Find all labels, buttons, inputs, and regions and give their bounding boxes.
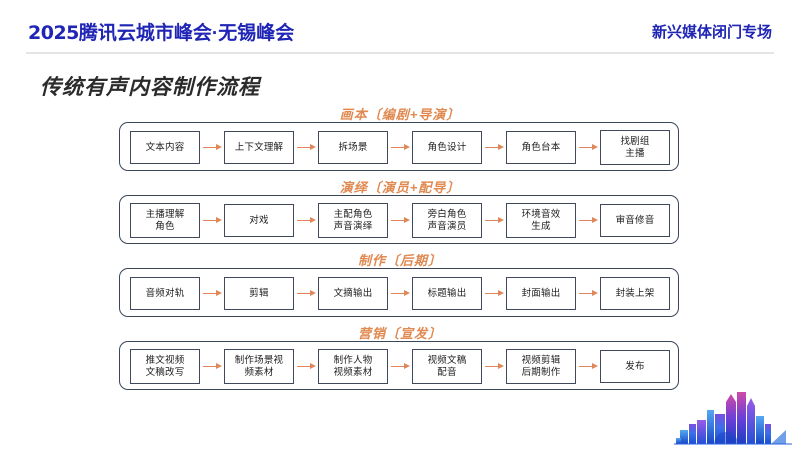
flow-node[interactable]: 角色台本 bbox=[506, 131, 576, 164]
flow-sections: 画本〔编剧+导演〕 文本内容 上下文理解 拆场景 角色设计 角色台本 找剧组主播… bbox=[0, 104, 800, 396]
flow-node-list: 推文视频文稿改写 制作场景视频素材 制作人物视频素材 视频文稿配音 视频剪辑后期… bbox=[120, 342, 680, 391]
section-label: 制作〔后期〕 bbox=[357, 253, 442, 268]
flow-row-container: 推文视频文稿改写 制作场景视频素材 制作人物视频素材 视频文稿配音 视频剪辑后期… bbox=[119, 341, 679, 390]
flow-node[interactable]: 文本内容 bbox=[130, 131, 200, 164]
flow-node[interactable]: 封装上架 bbox=[600, 277, 670, 310]
event-year: 2025 bbox=[28, 22, 79, 44]
flow-node[interactable]: 剪辑 bbox=[224, 277, 294, 310]
flow-node[interactable]: 视频剪辑后期制作 bbox=[506, 349, 576, 384]
event-brand: 2025腾讯云城市峰会·无锡峰会 bbox=[28, 18, 294, 45]
arrow-right-icon bbox=[483, 362, 505, 371]
arrow-right-icon bbox=[389, 143, 411, 152]
flow-node-list: 音频对轨 剪辑 文摘输出 标题输出 封面输出 封装上架 bbox=[120, 269, 680, 318]
header-divider bbox=[26, 52, 774, 54]
flow-section: 演绎〔演员+配导〕 主播理解角色 对戏 主配角色声音演绎 旁白角色声音演员 环境… bbox=[0, 177, 800, 250]
flow-node[interactable]: 环境音效生成 bbox=[506, 203, 576, 238]
flow-row-container: 主播理解角色 对戏 主配角色声音演绎 旁白角色声音演员 环境音效生成 审音修音 bbox=[119, 195, 679, 244]
flow-node[interactable]: 找剧组主播 bbox=[600, 130, 670, 165]
flow-row-container: 音频对轨 剪辑 文摘输出 标题输出 封面输出 封装上架 bbox=[119, 268, 679, 317]
page-header: 2025腾讯云城市峰会·无锡峰会 新兴媒体闭门专场 bbox=[0, 0, 800, 54]
section-label: 营销〔宣发〕 bbox=[357, 326, 442, 341]
arrow-right-icon bbox=[295, 216, 317, 225]
flow-node[interactable]: 审音修音 bbox=[600, 204, 670, 237]
flow-section: 画本〔编剧+导演〕 文本内容 上下文理解 拆场景 角色设计 角色台本 找剧组主播 bbox=[0, 104, 800, 177]
flow-node[interactable]: 上下文理解 bbox=[224, 131, 294, 164]
flow-node[interactable]: 推文视频文稿改写 bbox=[130, 349, 200, 384]
arrow-right-icon bbox=[577, 362, 599, 371]
page-title: 传统有声内容制作流程 bbox=[40, 76, 260, 99]
flow-node[interactable]: 发布 bbox=[600, 350, 670, 383]
flow-node[interactable]: 制作场景视频素材 bbox=[224, 349, 294, 384]
flow-node[interactable]: 主播理解角色 bbox=[130, 203, 200, 238]
section-label: 画本〔编剧+导演〕 bbox=[339, 107, 461, 122]
arrow-right-icon bbox=[389, 362, 411, 371]
flow-node[interactable]: 拆场景 bbox=[318, 131, 388, 164]
flow-node[interactable]: 主配角色声音演绎 bbox=[318, 203, 388, 238]
arrow-right-icon bbox=[483, 289, 505, 298]
flow-section: 制作〔后期〕 音频对轨 剪辑 文摘输出 标题输出 封面输出 封装上架 bbox=[0, 250, 800, 323]
arrow-right-icon bbox=[577, 289, 599, 298]
city-skyline-icon bbox=[674, 392, 792, 445]
flow-row-container: 文本内容 上下文理解 拆场景 角色设计 角色台本 找剧组主播 bbox=[119, 122, 679, 171]
event-subtitle: 新兴媒体闭门专场 bbox=[651, 24, 772, 41]
flow-node[interactable]: 对戏 bbox=[224, 204, 294, 237]
flow-section: 营销〔宣发〕 推文视频文稿改写 制作场景视频素材 制作人物视频素材 视频文稿配音… bbox=[0, 323, 800, 396]
flow-node[interactable]: 旁白角色声音演员 bbox=[412, 203, 482, 238]
arrow-right-icon bbox=[295, 362, 317, 371]
arrow-right-icon bbox=[389, 216, 411, 225]
arrow-right-icon bbox=[389, 289, 411, 298]
arrow-right-icon bbox=[295, 143, 317, 152]
arrow-right-icon bbox=[483, 143, 505, 152]
arrow-right-icon bbox=[577, 216, 599, 225]
flow-node[interactable]: 文摘输出 bbox=[318, 277, 388, 310]
arrow-right-icon bbox=[201, 289, 223, 298]
arrow-right-icon bbox=[295, 289, 317, 298]
flow-node-list: 文本内容 上下文理解 拆场景 角色设计 角色台本 找剧组主播 bbox=[120, 123, 680, 172]
arrow-right-icon bbox=[483, 216, 505, 225]
flow-node[interactable]: 角色设计 bbox=[412, 131, 482, 164]
event-brand-text: 腾讯云城市峰会·无锡峰会 bbox=[78, 23, 295, 44]
flow-node[interactable]: 封面输出 bbox=[506, 277, 576, 310]
flow-node[interactable]: 视频文稿配音 bbox=[412, 349, 482, 384]
flow-node[interactable]: 音频对轨 bbox=[130, 277, 200, 310]
section-label: 演绎〔演员+配导〕 bbox=[339, 180, 461, 195]
arrow-right-icon bbox=[201, 362, 223, 371]
flow-node[interactable]: 标题输出 bbox=[412, 277, 482, 310]
flow-node[interactable]: 制作人物视频素材 bbox=[318, 349, 388, 384]
arrow-right-icon bbox=[201, 216, 223, 225]
flow-node-list: 主播理解角色 对戏 主配角色声音演绎 旁白角色声音演员 环境音效生成 审音修音 bbox=[120, 196, 680, 245]
arrow-right-icon bbox=[201, 143, 223, 152]
arrow-right-icon bbox=[577, 143, 599, 152]
